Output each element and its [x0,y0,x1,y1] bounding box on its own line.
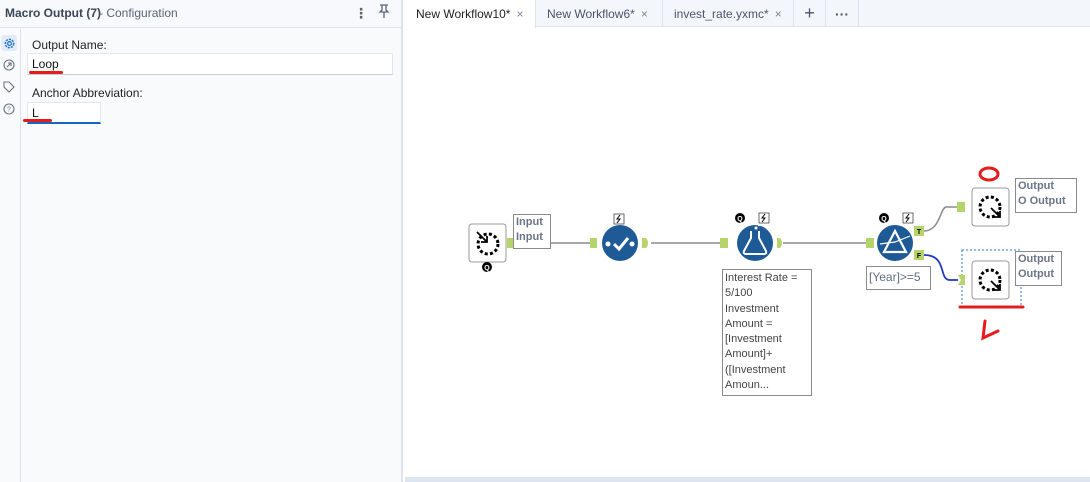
output-anchor [777,238,782,248]
annotation-line: Input [516,231,543,243]
annotation-line: O Output [1018,195,1066,207]
q-badge-icon [735,213,745,223]
side-nav-annotation[interactable] [1,79,17,95]
close-icon[interactable]: × [774,6,782,21]
plus-icon: + [804,3,815,23]
tab-invest-rate[interactable]: invest_rate.yxmc* × [663,0,794,27]
input-anchor [958,275,965,285]
tab-label: invest_rate.yxmc* [674,6,769,21]
annotation-line: ([Investment [725,363,786,376]
arrow-out-icon [990,207,1001,218]
workflow-tabbar: New Workflow10* × New Workflow6* × inves… [405,0,1090,28]
tab-new-workflow10[interactable]: New Workflow10* × [405,0,536,28]
annotation-line: Output [1018,268,1055,280]
annotation-line: 5/100 [725,287,753,300]
input-anchor [720,238,728,248]
filter-expression: [Year]>=5 [869,270,921,284]
formula-tool[interactable]: Q [720,212,782,261]
pin-icon [378,4,390,18]
connection-line-true [923,206,958,232]
macro-output-o-annotation: Output O Output [1015,178,1077,213]
workflow-canvas[interactable]: Q Q [405,28,1090,478]
annotation-line: [Investment [725,333,782,346]
annotation-line: Investment [725,302,779,315]
close-icon[interactable]: × [640,6,648,21]
gear-icon [476,232,500,256]
more-tabs-button[interactable]: ··· [826,0,859,27]
svg-text:Q: Q [737,216,743,223]
macro-input-tool[interactable]: Q [468,223,513,272]
side-nav-help[interactable]: ? [1,101,17,117]
config-side-nav: ? [0,29,21,482]
formula-annotation: Interest Rate = 5/100 Investment Amount … [722,269,812,396]
canvas-bottom-border [405,477,1090,482]
macro-output-l-annotation: Output Output [1015,251,1062,286]
handwritten-l-markup [981,319,1000,341]
svg-text:?: ? [7,107,11,114]
tab-label: New Workflow10* [416,7,511,21]
input-anchor [866,238,874,248]
output-anchor [507,238,513,248]
q-badge-icon [482,262,492,272]
help-icon: ? [3,103,15,115]
annotation-line: Amount = [725,317,773,330]
filter-annotation: [Year]>=5 [866,266,931,290]
tab-new-workflow6[interactable]: New Workflow6* × [536,0,663,27]
annotation-line: Input [516,216,543,228]
prism-icon [882,228,908,254]
select-tool[interactable] [590,213,648,261]
annotation-line: Amoun... [725,379,770,392]
output-name-input[interactable] [27,53,393,75]
red-underline-markup [29,71,63,74]
svg-text:Q: Q [484,265,490,272]
pin-button[interactable] [375,4,393,22]
macro-output-o-tool[interactable] [957,187,1010,227]
anchor-abbreviation-input[interactable] [27,102,101,124]
gear-icon [4,38,14,48]
add-tab-button[interactable]: + [794,0,826,27]
configuration-panel: Macro Output (7) - Configuration ⋮ ? [0,0,403,482]
flask-icon [742,231,768,255]
gear-icon [978,195,1002,219]
check-icon [612,237,630,252]
tab-label: New Workflow6* [547,6,635,21]
annotation-line: Output [1018,253,1055,265]
config-title: Macro Output (7) [5,6,101,20]
arrow-circle-icon [3,59,15,71]
false-anchor [914,250,924,260]
side-nav-connections[interactable] [1,57,17,73]
connection-line-false [923,254,958,281]
input-anchor [590,238,597,248]
svg-text:Q: Q [881,216,887,223]
output-name-label: Output Name: [32,38,107,52]
true-anchor-label: T [917,229,922,236]
workflow-diagram: Q Q [468,166,1025,341]
handwritten-o-markup [978,166,1000,182]
macro-input-annotation: Input Input [513,214,551,249]
macro-output-l-tool[interactable] [958,249,1022,307]
output-anchor [642,238,648,248]
anchor-abbreviation-label: Anchor Abbreviation: [32,86,143,100]
red-underline-markup [23,119,52,122]
arrow-in-icon [476,231,488,243]
annotation-line: Amount]+ [725,348,773,361]
tag-icon [3,81,15,93]
filter-tool[interactable]: Q T F [866,212,924,261]
false-anchor-label: F [917,253,922,260]
vertical-dots-icon: ⋮ [354,5,368,21]
side-nav-configuration[interactable] [1,35,17,51]
gear-icon [978,268,1002,292]
arrow-out-icon [990,280,1001,291]
ellipsis-icon: ··· [835,5,849,22]
input-anchor [957,202,965,212]
annotation-line: Output [1018,180,1055,192]
annotation-line: Interest Rate = [725,272,798,284]
more-options-button[interactable]: ⋮ [352,4,370,22]
q-badge-icon [879,213,889,223]
config-header: Macro Output (7) - Configuration ⋮ [0,0,401,28]
config-subtitle: - Configuration [99,6,178,20]
true-anchor [914,226,924,236]
close-icon[interactable]: × [516,7,524,21]
